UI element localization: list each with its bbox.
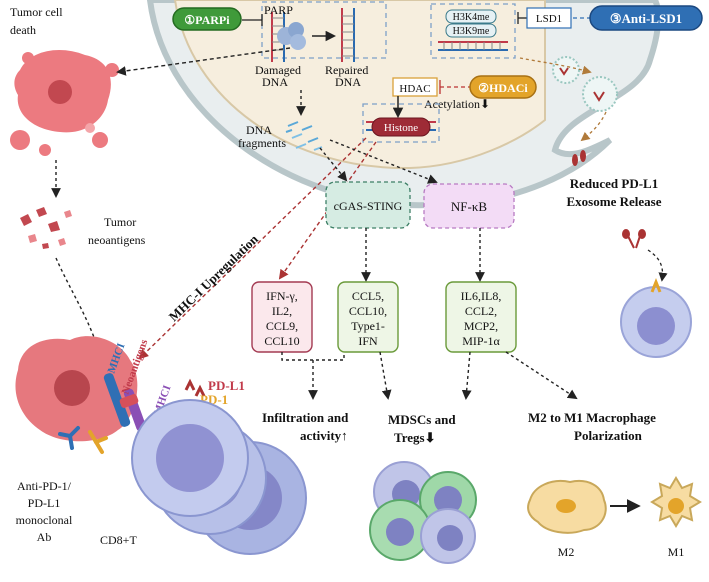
- tumor-death-line1: Tumor cell: [10, 5, 63, 19]
- dying-tumor-cell-icon: [10, 50, 119, 156]
- hdaci-label: ②HDACi: [478, 81, 528, 95]
- hdaci-pill: [469, 75, 537, 99]
- cytokine2-line1: CCL5,: [352, 289, 384, 303]
- infiltration-line2: activity↑: [300, 428, 348, 443]
- mdscs-line1: MDSCs and: [388, 412, 456, 427]
- histone-box: [362, 103, 440, 143]
- cytokine2-line4: IFN: [358, 334, 378, 348]
- m2m1-line1: M2 to M1 Macrophage: [528, 410, 656, 425]
- mhc-tcr-complex-icon: [103, 373, 147, 432]
- cytokine-group2-box: [337, 281, 399, 353]
- antibody-line3: monoclonal: [16, 513, 73, 527]
- cytokine2-line2: CCL10,: [349, 304, 387, 318]
- tumor-death-line2: death: [10, 23, 36, 37]
- chromatin-dna-icon: [438, 41, 508, 51]
- h3k9me-tag: [445, 23, 497, 38]
- acetylation-label: Acetylation⬇: [424, 97, 490, 111]
- pdl1-receptor-icon: [184, 378, 206, 397]
- fragments-to-cgas-arrow: [319, 147, 348, 182]
- cytokine3-line4: MIP-1α: [462, 334, 500, 348]
- cytokine-group3-box: [445, 281, 517, 353]
- histone-mark-box: [430, 3, 516, 59]
- histone-core: [371, 117, 431, 137]
- neoantigens-line2: neoantigens: [88, 233, 146, 247]
- antibody-line4: Ab: [37, 530, 52, 544]
- mdsc-treg-cells-icon: [369, 461, 477, 564]
- pdl1-to-cell-arrow: [647, 249, 668, 282]
- damaged-dna-line2: DNA: [262, 75, 288, 89]
- antibody-icon-2: [88, 430, 108, 454]
- cytokine2-line3: Type1-: [351, 319, 385, 333]
- lsd1-label: LSD1: [536, 13, 562, 25]
- neoantigens-line1: Tumor: [104, 215, 136, 229]
- to-mdscs-from-group3-arrow: [461, 351, 472, 400]
- free-pdl1-icon: [622, 229, 646, 249]
- h3k9me-label: H3K9me: [453, 26, 490, 37]
- dna-fragments-icon: [285, 121, 323, 151]
- h3k4me-label: H3K4me: [453, 12, 490, 23]
- exosome-line1: Reduced PD-L1: [570, 176, 658, 191]
- lsd1-box: [526, 7, 572, 29]
- cytokine1-line4: CCL10: [264, 334, 299, 348]
- hdac-box: [392, 77, 438, 97]
- fragments-to-nfkb-arrow: [329, 139, 438, 184]
- antibody-line2: PD-L1: [28, 496, 61, 510]
- parp-protein-icon: [277, 22, 306, 50]
- m2m1-line2: Polarization: [574, 428, 643, 443]
- cytokines-merge-bracket: [281, 352, 345, 361]
- cytokine1-line3: CCL9,: [266, 319, 298, 333]
- parpi-pill: [172, 7, 242, 31]
- parp-label: PARP: [264, 3, 293, 17]
- released-pdl1-icon: [572, 150, 586, 166]
- antibody-line1: Anti-PD-1/: [17, 479, 72, 493]
- to-mdscs-arrow: [379, 351, 392, 400]
- vesicle-to-release-arrow: [580, 111, 607, 142]
- damaged-dna-line1: Damaged: [255, 63, 301, 77]
- anti-lsd1-label: ③Anti-LSD1: [610, 11, 682, 26]
- histone-label: Histone: [384, 122, 418, 134]
- mhc-upregulation-arrow: [138, 137, 367, 360]
- pdl1-label: PD-L1: [208, 378, 245, 393]
- repaired-dna-line1: Repaired: [325, 63, 368, 77]
- repaired-dna-line2: DNA: [335, 75, 361, 89]
- mdscs-line2: Tregs⬇: [394, 430, 435, 445]
- dna-fragments-line1: DNA: [246, 123, 272, 137]
- m2-macrophage-icon: [527, 480, 607, 534]
- repaired-dna-icon: [341, 8, 355, 62]
- m1-label: M1: [668, 545, 685, 559]
- cytokine3-line2: CCL2,: [465, 304, 497, 318]
- cytokine1-line2: IL2,: [272, 304, 292, 318]
- cytokine3-line3: MCP2,: [464, 319, 498, 333]
- cgas-sting-label: cGAS-STING: [334, 199, 403, 213]
- m1-macrophage-icon: [650, 476, 702, 528]
- infiltration-line1: Infiltration and: [262, 410, 349, 425]
- tumor-debris-icon: [20, 207, 72, 249]
- antibody-icon: [58, 426, 80, 450]
- h3k4me-tag: [445, 9, 497, 24]
- nfkb-label: NF-κB: [451, 199, 487, 214]
- parpi-label: ①PARPi: [184, 13, 230, 27]
- to-macrophage-arrow: [505, 351, 578, 400]
- cytokine3-line1: IL6,IL8,: [461, 289, 502, 303]
- cgas-sting-box: [325, 181, 411, 229]
- nucleus-to-death-arrow: [116, 47, 291, 76]
- dna-fragments-line2: fragments: [238, 136, 286, 150]
- exosome-line2: Exosome Release: [567, 194, 662, 209]
- m2-label: M2: [558, 545, 575, 559]
- cytokine1-line1: IFN-γ,: [266, 289, 298, 303]
- cd8-t-cells-icon: [131, 399, 307, 555]
- cd8-label: CD8+T: [100, 533, 137, 547]
- tumor-apc-icon: [15, 336, 138, 442]
- pdl1-in-vesicle-icon: [559, 67, 605, 102]
- target-immune-cell-icon: [620, 277, 692, 358]
- anti-lsd1-pill: [589, 5, 703, 31]
- hdac-label: HDAC: [399, 83, 430, 95]
- mhc-upregulation-label: MHC-I Upregulation: [166, 231, 262, 324]
- nfkb-box: [423, 183, 515, 229]
- exosome-vesicle-2: [582, 76, 618, 112]
- lsd1-to-exosome-arrow: [519, 57, 592, 75]
